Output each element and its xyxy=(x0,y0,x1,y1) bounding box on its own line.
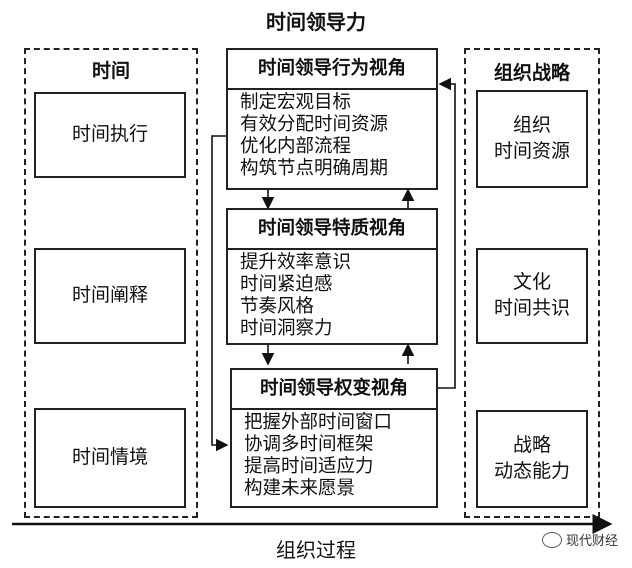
right-box-strategy-capability: 战略动态能力 xyxy=(476,410,588,508)
box-line: 文化 xyxy=(512,271,551,294)
watermark: 现代财经 xyxy=(541,530,618,549)
panel-item: 时间洞察力 xyxy=(240,318,333,339)
right-box-culture-consensus: 文化时间共识 xyxy=(476,248,588,344)
box-line: 时间共识 xyxy=(493,297,570,319)
right-box-org-time-resource: 组织时间资源 xyxy=(476,90,588,188)
left-box-time-execution: 时间执行 xyxy=(34,92,186,178)
panel-item: 有效分配时间资源 xyxy=(240,114,389,135)
panel-behavior-perspective: 时间领导行为视角 制定宏观目标 有效分配时间资源 优化内部流程 构筑节点明确周期 xyxy=(226,48,438,190)
box-line: 动态能力 xyxy=(493,460,570,482)
left-column-title: 时间 xyxy=(91,60,130,82)
right-column-frame xyxy=(464,48,600,518)
box-line: 战略 xyxy=(512,434,551,457)
loop-arrow-right xyxy=(438,77,456,389)
panel-item: 提高时间适应力 xyxy=(244,456,374,477)
panel-title: 时间领导特质视角 xyxy=(228,210,436,250)
panel-item: 构筑节点明确周期 xyxy=(240,158,389,179)
panel-title: 时间领导行为视角 xyxy=(228,50,436,90)
box-line: 时间阐释 xyxy=(71,284,148,307)
right-column-title: 组织战略 xyxy=(493,62,570,84)
diagram-title: 时间领导力 xyxy=(266,10,366,34)
loop-arrow-left xyxy=(211,135,229,452)
panel-item: 制定宏观目标 xyxy=(240,92,352,113)
panel-item-list: 把握外部时间窗口 协调多时间框架 提高时间适应力 构建未来愿景 xyxy=(232,410,436,500)
panel-item: 把握外部时间窗口 xyxy=(244,412,393,433)
panel-item: 优化内部流程 xyxy=(240,136,352,157)
panel-item-list: 提升效率意识 时间紧迫感 节奏风格 时间洞察力 xyxy=(228,250,436,340)
left-box-time-interpretation: 时间阐释 xyxy=(34,248,186,344)
panel-trait-perspective: 时间领导特质视角 提升效率意识 时间紧迫感 节奏风格 时间洞察力 xyxy=(226,208,438,345)
process-axis-label: 组织过程 xyxy=(276,538,356,562)
panel-item: 节奏风格 xyxy=(240,296,315,317)
panel-item: 构建未来愿景 xyxy=(244,478,356,499)
box-line: 时间资源 xyxy=(493,140,570,162)
panel-item-list: 制定宏观目标 有效分配时间资源 优化内部流程 构筑节点明确周期 xyxy=(228,90,436,180)
wechat-icon xyxy=(541,531,562,548)
panel-title: 时间领导权变视角 xyxy=(232,370,436,410)
panel-item: 时间紧迫感 xyxy=(240,274,333,295)
box-line: 组织 xyxy=(512,114,551,137)
watermark-text: 现代财经 xyxy=(565,534,618,549)
panel-item: 协调多时间框架 xyxy=(244,434,374,455)
panel-item: 提升效率意识 xyxy=(240,252,352,273)
box-line: 时间执行 xyxy=(71,123,148,146)
box-line: 时间情境 xyxy=(71,446,148,469)
panel-contingency-perspective: 时间领导权变视角 把握外部时间窗口 协调多时间框架 提高时间适应力 构建未来愿景 xyxy=(230,368,438,508)
left-column-frame xyxy=(24,48,198,518)
left-box-time-context: 时间情境 xyxy=(34,408,186,508)
